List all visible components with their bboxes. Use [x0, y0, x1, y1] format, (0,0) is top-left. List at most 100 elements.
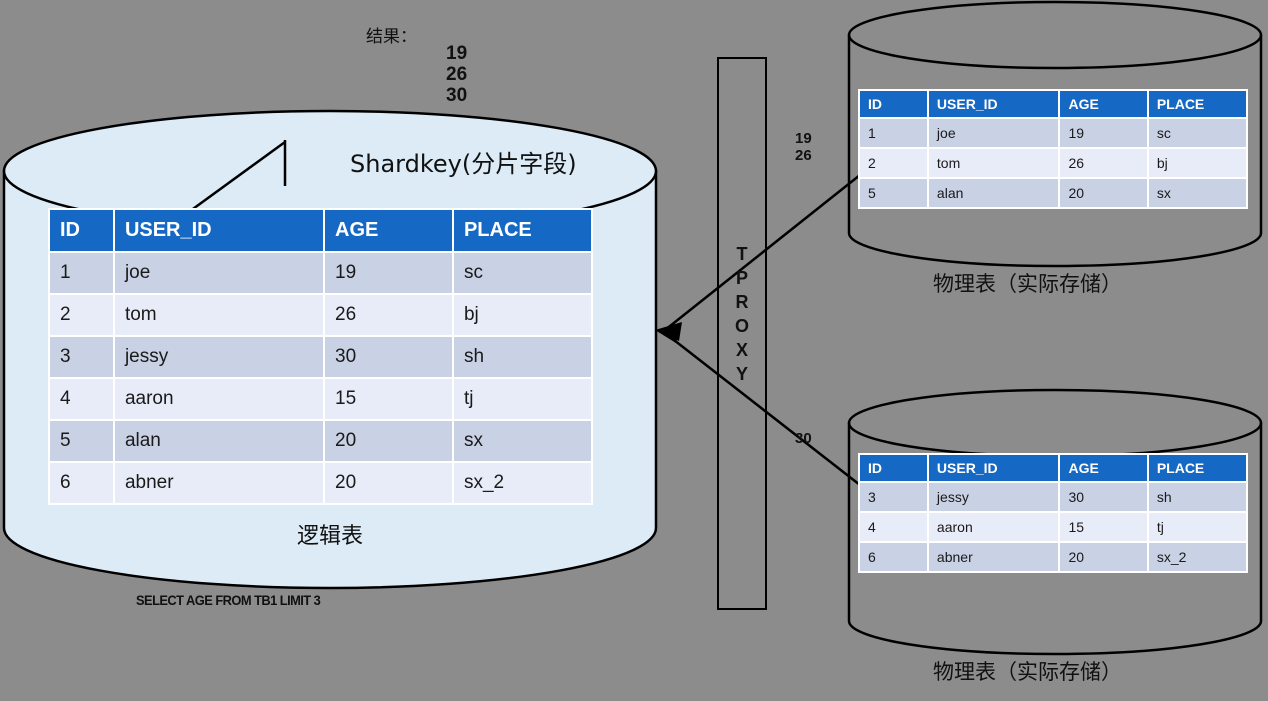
- cell-place: sx: [1148, 179, 1246, 207]
- proxy-letter: P: [735, 268, 748, 288]
- table-row: 4 aaron 15 tj: [50, 379, 591, 419]
- table-header-row: ID USER_ID AGE PLACE: [50, 210, 591, 251]
- flow-value: 30: [795, 430, 812, 447]
- result-value: 19: [446, 43, 468, 64]
- cell-id: 3: [860, 483, 927, 511]
- physical-table-1-caption: 物理表（实际存储）: [933, 272, 1122, 296]
- column-header-id: ID: [860, 455, 927, 481]
- sql-statement: SELECT AGE FROM TB1 LIMIT 3: [136, 592, 321, 608]
- cell-user-id: abner: [928, 543, 1059, 571]
- cell-id: 4: [50, 379, 113, 419]
- column-header-age: AGE: [325, 210, 452, 251]
- cell-place: sc: [1148, 119, 1246, 147]
- cell-user-id: jessy: [114, 337, 324, 377]
- column-header-user-id: USER_ID: [928, 455, 1059, 481]
- cell-place: bj: [453, 295, 591, 335]
- cell-place: sx: [453, 421, 591, 461]
- column-header-id: ID: [50, 210, 113, 251]
- table-row: 3 jessy 30 sh: [860, 483, 1246, 511]
- proxy-bar: [717, 57, 767, 610]
- cell-age: 26: [325, 295, 452, 335]
- cell-place: bj: [1148, 149, 1246, 177]
- cell-user-id: aaron: [114, 379, 324, 419]
- cell-age: 15: [325, 379, 452, 419]
- cell-age: 20: [325, 463, 452, 503]
- column-header-age: AGE: [1060, 455, 1147, 481]
- cell-user-id: abner: [114, 463, 324, 503]
- physical-table-2-caption: 物理表（实际存储）: [933, 660, 1122, 684]
- cell-age: 20: [1060, 543, 1147, 571]
- cell-age: 19: [325, 253, 452, 293]
- proxy-letter: R: [735, 292, 749, 312]
- cell-id: 6: [860, 543, 927, 571]
- cell-user-id: alan: [928, 179, 1059, 207]
- table-row: 1 joe 19 sc: [50, 253, 591, 293]
- cell-user-id: joe: [114, 253, 324, 293]
- table-header-row: ID USER_ID AGE PLACE: [860, 455, 1246, 481]
- physical-table-2: ID USER_ID AGE PLACE 3 jessy 30 sh 4 aar…: [858, 453, 1248, 573]
- proxy-letter: T: [736, 244, 748, 264]
- cell-age: 20: [1060, 179, 1147, 207]
- cell-age: 15: [1060, 513, 1147, 541]
- cell-user-id: tom: [114, 295, 324, 335]
- cell-place: sh: [453, 337, 591, 377]
- table-row: 5 alan 20 sx: [50, 421, 591, 461]
- cell-age: 26: [1060, 149, 1147, 177]
- cell-id: 1: [860, 119, 927, 147]
- cell-id: 1: [50, 253, 113, 293]
- cell-id: 3: [50, 337, 113, 377]
- column-header-age: AGE: [1060, 91, 1147, 117]
- cell-place: sx_2: [1148, 543, 1246, 571]
- column-header-place: PLACE: [1148, 455, 1246, 481]
- cell-id: 4: [860, 513, 927, 541]
- cell-user-id: jessy: [928, 483, 1059, 511]
- logical-table: ID USER_ID AGE PLACE 1 joe 19 sc 2 tom 2…: [48, 208, 593, 505]
- flow-value: 19: [795, 130, 812, 147]
- proxy-letter: X: [735, 340, 748, 360]
- table-header-row: ID USER_ID AGE PLACE: [860, 91, 1246, 117]
- cell-id: 5: [50, 421, 113, 461]
- cell-place: tj: [1148, 513, 1246, 541]
- cell-id: 6: [50, 463, 113, 503]
- column-header-id: ID: [860, 91, 927, 117]
- column-header-place: PLACE: [1148, 91, 1246, 117]
- table-row: 1 joe 19 sc: [860, 119, 1246, 147]
- table-row: 3 jessy 30 sh: [50, 337, 591, 377]
- table-row: 2 tom 26 bj: [860, 149, 1246, 177]
- cell-user-id: alan: [114, 421, 324, 461]
- cell-place: tj: [453, 379, 591, 419]
- cell-id: 2: [860, 149, 927, 177]
- cell-id: 5: [860, 179, 927, 207]
- column-header-user-id: USER_ID: [114, 210, 324, 251]
- cell-place: sc: [453, 253, 591, 293]
- proxy-letter: O: [734, 316, 749, 336]
- cell-age: 30: [1060, 483, 1147, 511]
- column-header-user-id: USER_ID: [928, 91, 1059, 117]
- table-row: 2 tom 26 bj: [50, 295, 591, 335]
- cell-place: sx_2: [453, 463, 591, 503]
- proxy-label: T P R O X Y: [717, 242, 767, 386]
- cell-user-id: aaron: [928, 513, 1059, 541]
- result-values: 19 26 30: [446, 43, 467, 106]
- result-value: 30: [446, 85, 468, 106]
- flow-label-top: 19 26: [795, 130, 812, 164]
- cell-id: 2: [50, 295, 113, 335]
- physical-table-1: ID USER_ID AGE PLACE 1 joe 19 sc 2 tom 2…: [858, 89, 1248, 209]
- cell-age: 30: [325, 337, 452, 377]
- shardkey-pointer: [185, 140, 287, 216]
- flow-value: 26: [795, 147, 812, 164]
- table-row: 6 abner 20 sx_2: [50, 463, 591, 503]
- proxy-letter: Y: [735, 364, 748, 384]
- logical-table-caption: 逻辑表: [296, 524, 363, 549]
- result-value: 26: [446, 64, 468, 85]
- cell-age: 20: [325, 421, 452, 461]
- result-label: 结果：: [366, 27, 417, 47]
- cell-place: sh: [1148, 483, 1246, 511]
- table-row: 4 aaron 15 tj: [860, 513, 1246, 541]
- column-header-place: PLACE: [453, 210, 591, 251]
- cell-user-id: tom: [928, 149, 1059, 177]
- shardkey-label: Shardkey(分片字段): [350, 150, 577, 178]
- cell-age: 19: [1060, 119, 1147, 147]
- table-row: 6 abner 20 sx_2: [860, 543, 1246, 571]
